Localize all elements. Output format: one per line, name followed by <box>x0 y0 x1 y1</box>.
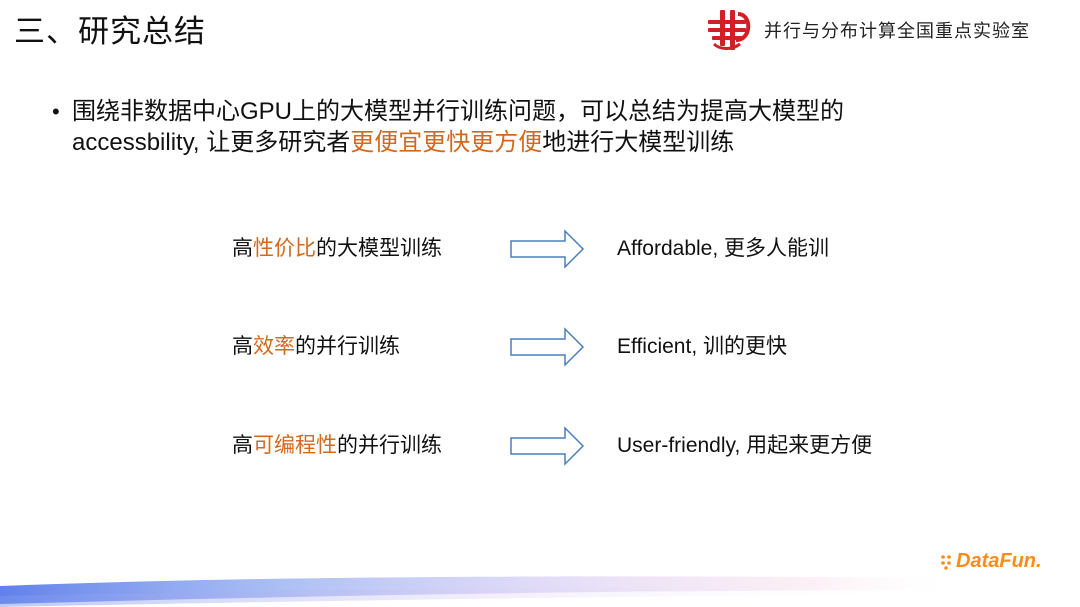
bullet-line-1: 围绕非数据中心GPU上的大模型并行训练问题，可以总结为提高大模型的 <box>72 98 845 125</box>
bullet-line-2-after: 地进行大模型训练 <box>542 129 735 156</box>
row-right-text: Efficient, 训的更快 <box>617 335 787 358</box>
row-left-suffix: 的大模型训练 <box>316 237 442 260</box>
page-title: 三、研究总结 <box>14 14 206 49</box>
row-left-highlight: 可编程性 <box>253 434 337 457</box>
row-right-text: Affordable, 更多人能训 <box>617 237 830 260</box>
decorative-swoosh <box>0 576 960 607</box>
row-left-prefix: 高 <box>232 237 253 260</box>
brand-name: DataFun. <box>956 550 1042 572</box>
row-left-text: 高可编程性的并行训练 <box>232 432 442 460</box>
lab-name: 并行与分布计算全国重点实验室 <box>764 21 1030 41</box>
bullet-dot-icon: • <box>52 99 60 124</box>
brand-logo: DataFun. <box>940 550 1042 573</box>
bullet-line-2-before: accessbility, 让更多研究者 <box>72 129 351 156</box>
row-left-highlight: 效率 <box>253 335 295 358</box>
lab-logo-icon <box>708 10 751 50</box>
row-left-suffix: 的并行训练 <box>295 335 400 358</box>
bullet-line-2-highlight: 更便宜更快更方便 <box>350 129 543 156</box>
row-left-prefix: 高 <box>232 335 253 358</box>
row-left-highlight: 性价比 <box>253 237 316 260</box>
row-left-text: 高效率的并行训练 <box>232 333 400 361</box>
row-left-suffix: 的并行训练 <box>337 434 442 457</box>
bullet-line-2: accessbility, 让更多研究者更便宜更快更方便地进行大模型训练 <box>72 127 1012 158</box>
summary-row-efficient: 高效率的并行训练 Efficient, 训的更快 <box>0 327 1080 367</box>
row-right-text: User-friendly, 用起来更方便 <box>617 434 873 457</box>
bullet-text: 围绕非数据中心GPU上的大模型并行训练问题，可以总结为提高大模型的 access… <box>72 96 1012 158</box>
hollow-right-arrow-icon <box>510 327 585 367</box>
row-left-text: 高性价比的大模型训练 <box>232 235 442 263</box>
dots-icon <box>941 554 951 570</box>
row-left-prefix: 高 <box>232 434 253 457</box>
summary-bullet: • 围绕非数据中心GPU上的大模型并行训练问题，可以总结为提高大模型的 acce… <box>52 96 1012 158</box>
lab-logo: 并行与分布计算全国重点实验室 <box>706 8 1030 52</box>
hollow-right-arrow-icon <box>510 426 585 466</box>
summary-row-user-friendly: 高可编程性的并行训练 User-friendly, 用起来更方便 <box>0 426 1080 466</box>
hollow-right-arrow-icon <box>510 229 585 269</box>
summary-row-affordable: 高性价比的大模型训练 Affordable, 更多人能训 <box>0 229 1080 269</box>
